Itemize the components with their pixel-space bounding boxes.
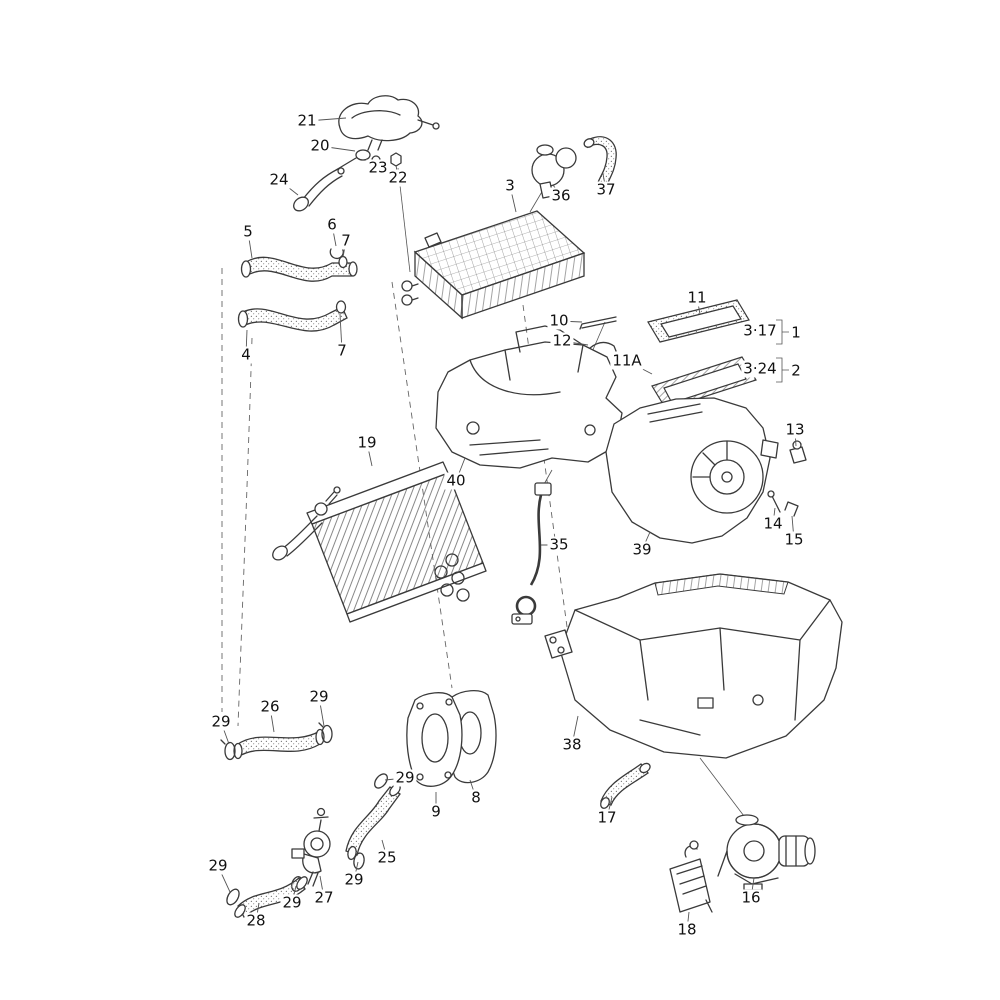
part-label-11: 11 xyxy=(685,288,709,307)
part-39-housing xyxy=(605,397,779,544)
part-label-324: 3·24 xyxy=(741,359,779,378)
connector-lines xyxy=(397,167,748,821)
part-11a-seal-frame xyxy=(651,356,757,410)
part-label-37: 37 xyxy=(594,180,618,199)
part-29-clamp-bottom-25 xyxy=(353,852,365,870)
part-label-8: 8 xyxy=(469,788,483,807)
part-7-washer-bottom xyxy=(335,300,347,314)
part-label-10: 10 xyxy=(547,311,571,330)
part-36-pump xyxy=(531,144,577,199)
part-label-27: 27 xyxy=(312,888,336,907)
part-21-valve-assembly xyxy=(338,95,440,151)
part-label-21: 21 xyxy=(295,111,319,130)
part-label-20: 20 xyxy=(308,136,332,155)
part-label-4: 4 xyxy=(239,345,253,364)
part-label-29: 29 xyxy=(206,856,230,875)
part-label-17: 17 xyxy=(595,808,619,827)
part-label-5: 5 xyxy=(241,222,255,241)
part-label-35: 35 xyxy=(547,535,571,554)
part-label-9: 9 xyxy=(429,802,443,821)
part-9-mounting-plate xyxy=(406,692,463,787)
part-label-3: 3 xyxy=(503,176,517,195)
part-6-clip xyxy=(329,246,344,260)
part-label-22: 22 xyxy=(386,168,410,187)
group-bracket-2 xyxy=(776,357,789,383)
part-label-18: 18 xyxy=(675,920,699,939)
part-3-evaporator-core xyxy=(401,210,586,320)
part-label-28: 28 xyxy=(244,911,268,930)
group-bracket-1 xyxy=(776,319,789,345)
part-29-clamp-top-25 xyxy=(374,773,388,789)
part-label-29: 29 xyxy=(209,712,233,731)
part-27-valve xyxy=(291,807,331,887)
part-label-29: 29 xyxy=(280,893,304,912)
part-24-pipe xyxy=(293,167,345,212)
part-label-7: 7 xyxy=(335,341,349,360)
part-17-hose xyxy=(600,762,651,809)
part-40-housing xyxy=(435,325,623,469)
part-5-hose xyxy=(240,256,358,282)
part-14-screw xyxy=(767,490,781,513)
part-38-lower-housing xyxy=(544,573,843,759)
part-label-36: 36 xyxy=(549,186,573,205)
part-26-hose xyxy=(233,728,325,760)
part-29-clamp-28 xyxy=(226,888,240,906)
part-label-2: 2 xyxy=(789,361,803,380)
part-label-29: 29 xyxy=(307,687,331,706)
part-35-cable xyxy=(511,482,552,625)
part-label-39: 39 xyxy=(630,540,654,559)
part-label-29: 29 xyxy=(342,870,366,889)
part-label-23: 23 xyxy=(366,158,390,177)
part-label-1: 1 xyxy=(789,323,803,342)
part-25-hose xyxy=(345,783,401,861)
part-label-14: 14 xyxy=(761,514,785,533)
part-label-25: 25 xyxy=(375,848,399,867)
part-19-heater-core xyxy=(272,461,487,623)
part-label-24: 24 xyxy=(267,170,291,189)
part-label-19: 19 xyxy=(355,433,379,452)
part-28-hose xyxy=(234,876,308,919)
part-label-40: 40 xyxy=(444,471,468,490)
part-18-regulator xyxy=(669,840,713,913)
part-label-13: 13 xyxy=(783,420,807,439)
part-10-rod xyxy=(579,316,617,330)
part-label-12: 12 xyxy=(550,331,574,350)
part-label-15: 15 xyxy=(782,530,806,549)
part-15-clip xyxy=(784,501,799,517)
part-label-16: 16 xyxy=(739,888,763,907)
part-29-clamp-right-26 xyxy=(318,722,333,744)
part-13-sensor xyxy=(789,440,807,464)
part-label-38: 38 xyxy=(560,735,584,754)
part-label-6: 6 xyxy=(325,215,339,234)
part-label-11A: 11A xyxy=(610,351,644,370)
part-29-clamp-left-26 xyxy=(220,739,236,761)
part-label-26: 26 xyxy=(258,697,282,716)
part-4-hose xyxy=(237,306,348,332)
part-label-29: 29 xyxy=(393,768,417,787)
part-16-blower xyxy=(717,814,816,891)
part-label-7: 7 xyxy=(339,231,353,250)
part-7-washer-top xyxy=(338,255,348,269)
part-label-317: 3·17 xyxy=(741,321,779,340)
part-11-seal-frame xyxy=(647,299,750,343)
